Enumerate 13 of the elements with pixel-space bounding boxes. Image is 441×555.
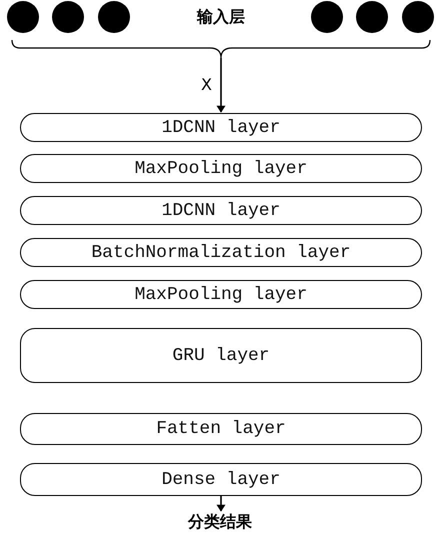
layer-box: MaxPooling layer (20, 280, 422, 309)
output-label: 分类结果 (170, 512, 270, 536)
layer-box: Dense layer (20, 463, 422, 496)
layer-box: GRU layer (20, 328, 422, 383)
layer-box: 1DCNN layer (20, 196, 422, 225)
layer-box: Fatten layer (20, 413, 422, 445)
edge-label: X (199, 77, 214, 93)
arrow (218, 58, 224, 113)
arrow (218, 496, 224, 512)
layer-box: BatchNormalization layer (20, 238, 422, 267)
layer-box: MaxPooling layer (20, 154, 422, 183)
layer-caption: 输入层 (197, 7, 245, 28)
layer-box: 1DCNN layer (20, 113, 422, 142)
